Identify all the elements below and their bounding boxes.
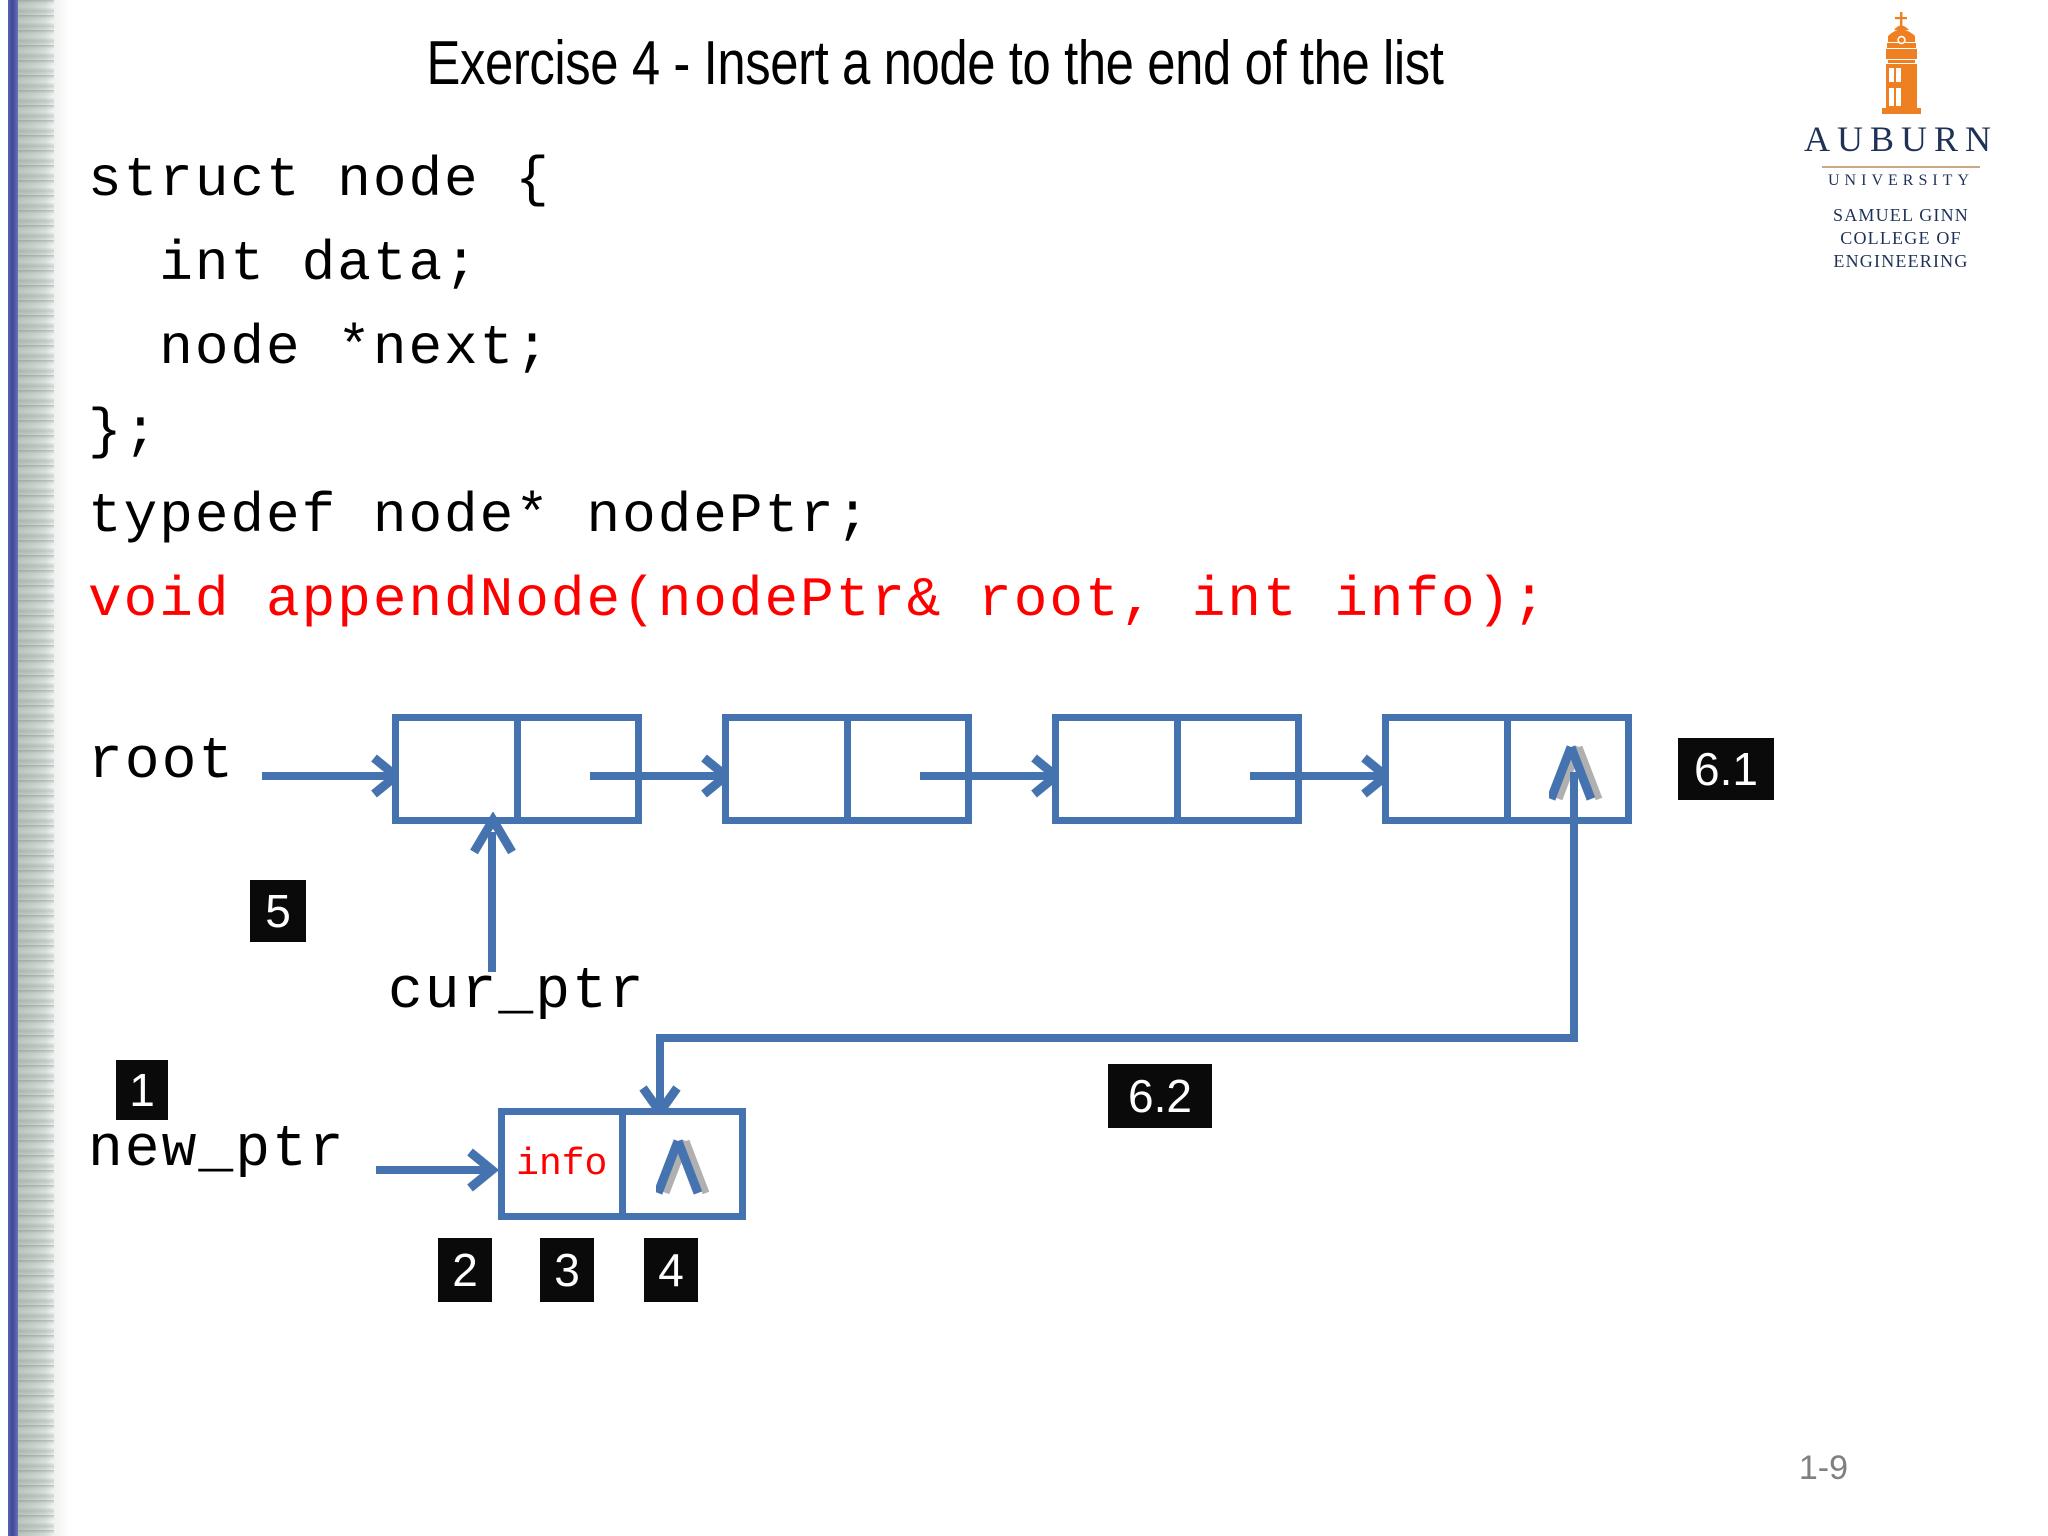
cur-ptr-arrow-line: [488, 832, 496, 972]
badge-6-2: 6.2: [1108, 1064, 1224, 1140]
slide-edge-blue-bar: [8, 0, 18, 1536]
slide-edge-white: [0, 0, 8, 1536]
pointer-label-root: root: [88, 730, 236, 795]
badge-5-label: 5: [265, 885, 291, 937]
root-arrow-line: [262, 772, 390, 780]
node1-next-arrow-line: [590, 772, 724, 780]
pointer-label-new-ptr: new_ptr: [88, 1118, 346, 1183]
null-pointer-icon: [1548, 745, 1602, 801]
badge-4-label: 4: [658, 1244, 684, 1296]
code-line-6: void appendNode(nodePtr& root, int info)…: [88, 568, 1548, 632]
badge-6-1-label: 6.1: [1694, 743, 1758, 795]
list-node-2-next: [851, 721, 966, 817]
list-node-3-data: [1059, 721, 1181, 817]
pointer-label-cur-ptr: cur_ptr: [388, 960, 646, 1025]
slide-edge-fade: [54, 0, 70, 1536]
node2-next-arrow-line: [920, 772, 1054, 780]
code-line-5: typedef node* nodePtr;: [88, 484, 872, 548]
code-line-3: node *next;: [88, 316, 551, 380]
logo-college-line1: SAMUEL GINN: [1832, 205, 1970, 225]
new-node-data: info: [505, 1115, 626, 1213]
node3-next-arrow-line: [1250, 772, 1384, 780]
badge-1: 1: [116, 1060, 180, 1132]
logo-divider: [1822, 166, 1980, 168]
badge-2: 2: [438, 1238, 504, 1314]
new-node: info: [498, 1108, 748, 1222]
new-ptr-arrowhead-icon: [467, 1148, 500, 1192]
logo-college-text: SAMUEL GINN COLLEGE OF ENGINEERING: [1786, 204, 2016, 273]
link-6-2-horizontal: [656, 1034, 1578, 1042]
new-node-null-pointer-icon: [655, 1139, 709, 1195]
badge-6-1: 6.1: [1678, 738, 1786, 812]
list-node-4-data: [1389, 721, 1511, 817]
logo-college-line2: COLLEGE OF ENGINEERING: [1833, 228, 1969, 271]
list-node-1-data: [399, 721, 521, 817]
badge-1-label: 1: [129, 1064, 155, 1116]
badge-5: 5: [250, 880, 318, 954]
logo-auburn-text: AUBURN: [1803, 119, 1998, 159]
list-node-4-next: [1511, 721, 1626, 817]
page-title: Exercise 4 - Insert a node to the end of…: [426, 29, 1444, 98]
slide-edge-texture-strip: [18, 0, 54, 1536]
new-node-next: [626, 1115, 740, 1213]
list-node-4: [1382, 714, 1634, 826]
badge-3-label: 3: [554, 1244, 580, 1296]
code-line-2: int data;: [88, 232, 480, 296]
list-node-3: [1052, 714, 1304, 826]
new-node-data-value: info: [516, 1142, 608, 1186]
list-node-1-next: [521, 721, 636, 817]
list-node-1: [392, 714, 644, 826]
list-node-3-next: [1181, 721, 1296, 817]
page-number: 1-9: [1798, 1449, 1848, 1487]
badge-4: 4: [644, 1238, 710, 1314]
logo-university-text: UNIVERSITY: [1828, 172, 1974, 189]
badge-6-2-label: 6.2: [1128, 1070, 1192, 1122]
badge-2-label: 2: [452, 1244, 478, 1296]
auburn-university-logo: AUBURN UNIVERSITY SAMUEL GINN COLLEGE OF…: [1786, 8, 2016, 271]
clock-tower-icon: [1882, 12, 1921, 114]
list-node-2: [722, 714, 974, 826]
badge-3: 3: [540, 1238, 606, 1314]
link-6-2-vertical-right: [1570, 772, 1578, 1034]
code-line-4: };: [88, 400, 160, 464]
list-node-2-data: [729, 721, 851, 817]
code-line-1: struct node {: [88, 148, 551, 212]
link-6-2-vertical-left: [656, 1034, 664, 1110]
cur-ptr-arrowhead-icon: [470, 812, 516, 855]
new-ptr-arrow-line: [376, 1166, 486, 1174]
